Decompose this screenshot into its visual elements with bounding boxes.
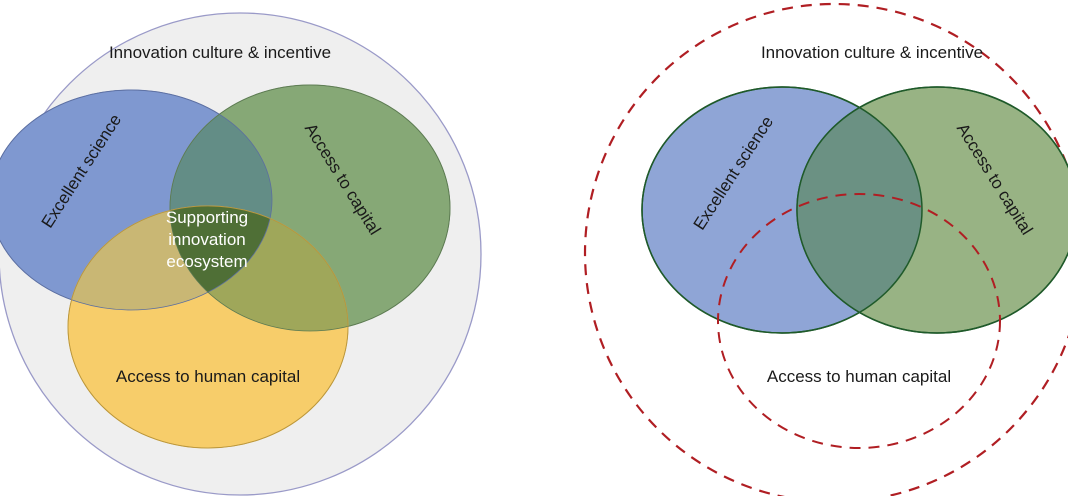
left-diagram: Innovation culture & incentive Excellent… bbox=[0, 12, 482, 496]
outer-dashed-circle-innovation-culture bbox=[583, 2, 1068, 496]
left-human-capital-label: Access to human capital bbox=[116, 367, 300, 386]
center-label-line-1: Supporting bbox=[166, 208, 248, 227]
left-outer-label: Innovation culture & incentive bbox=[109, 43, 331, 62]
overlap-human-science bbox=[68, 206, 272, 310]
right-diagram: Innovation culture & incentive Excellent… bbox=[583, 2, 1068, 496]
center-label-line-3: ecosystem bbox=[166, 252, 247, 271]
right-outer-label: Innovation culture & incentive bbox=[761, 43, 983, 62]
center-label-line-2: innovation bbox=[168, 230, 246, 249]
dashed-circle-access-to-human-capital bbox=[717, 193, 1001, 449]
right-human-capital-label: Access to human capital bbox=[767, 367, 951, 386]
